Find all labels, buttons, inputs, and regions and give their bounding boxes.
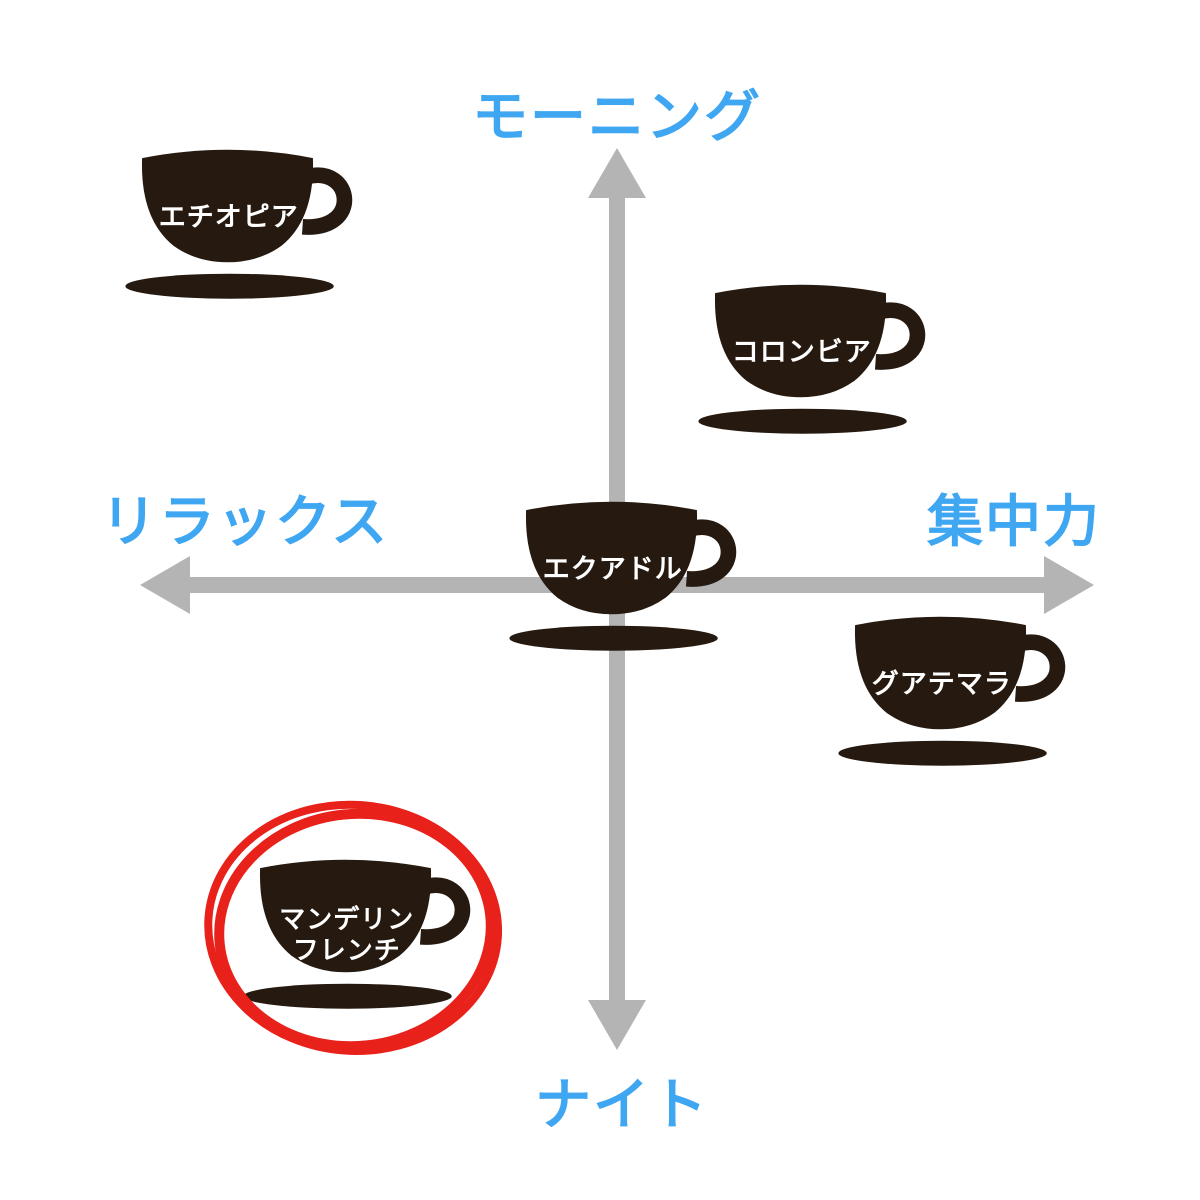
coffee-cup-ethiopia: エチオピア — [115, 135, 365, 302]
axis-label-morning: モーニング — [472, 85, 762, 150]
axis-label-focus: 集中力 — [927, 490, 1101, 555]
coffee-cup-mandheling-french: マンデリン フレンチ — [233, 845, 483, 1012]
axis-label-night: ナイト — [535, 1073, 709, 1138]
coffee-cup-guatemala: グアテマラ — [828, 602, 1078, 769]
arrowhead-right-icon — [1044, 556, 1094, 614]
coffee-cup-ecuador: エクアドル — [499, 487, 749, 654]
arrowhead-down-icon — [588, 1000, 646, 1050]
cup-label: コロンビア — [731, 336, 872, 368]
cup-label-line2: フレンチ — [292, 936, 401, 967]
arrowhead-up-icon — [588, 148, 646, 198]
cup-label: エクアドル — [542, 553, 683, 585]
cup-label: マンデリン フレンチ — [253, 905, 441, 967]
cup-label: グアテマラ — [871, 668, 1012, 700]
cup-label-line1: マンデリン — [279, 905, 415, 936]
cup-label: エチオピア — [158, 201, 299, 233]
axis-label-relax: リラックス — [100, 490, 390, 555]
coffee-cup-colombia: コロンビア — [688, 270, 938, 437]
arrowhead-left-icon — [140, 556, 190, 614]
